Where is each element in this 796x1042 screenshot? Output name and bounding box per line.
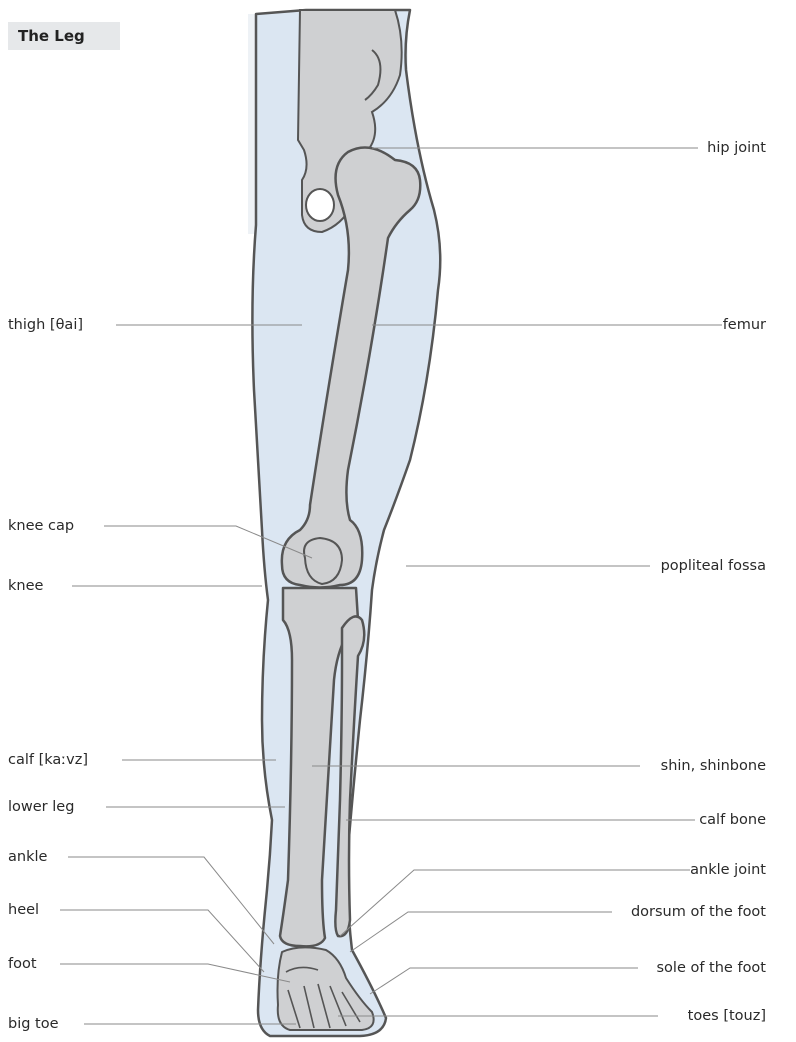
label-thigh: thigh [θai] — [8, 316, 83, 334]
label-dorsum: dorsum of the foot — [631, 903, 766, 921]
patella-bone — [304, 538, 342, 584]
label-lower-leg: lower leg — [8, 798, 74, 816]
section-title: The Leg — [8, 22, 120, 50]
label-knee-cap: knee cap — [8, 517, 74, 535]
label-shin: shin, shinbone — [661, 757, 766, 775]
label-popliteal-fossa: popliteal fossa — [661, 557, 766, 575]
label-big-toe: big toe — [8, 1015, 59, 1033]
leader-foot — [60, 964, 290, 982]
label-calf-bone: calf bone — [699, 811, 766, 829]
leader-dorsum — [350, 912, 612, 952]
leader-ankle — [68, 857, 274, 944]
label-ankle: ankle — [8, 848, 47, 866]
label-ankle-joint: ankle joint — [690, 861, 766, 879]
label-foot: foot — [8, 955, 37, 973]
leader-sole — [370, 968, 638, 994]
leader-heel — [60, 910, 264, 972]
label-sole: sole of the foot — [656, 959, 766, 977]
label-knee: knee — [8, 577, 43, 595]
label-toes: toes [touz] — [688, 1007, 766, 1025]
label-femur: femur — [723, 316, 766, 334]
label-hip-joint: hip joint — [707, 139, 766, 157]
obturator-foramen — [306, 189, 334, 221]
label-heel: heel — [8, 901, 39, 919]
label-calf: calf [kaːvz] — [8, 751, 88, 769]
